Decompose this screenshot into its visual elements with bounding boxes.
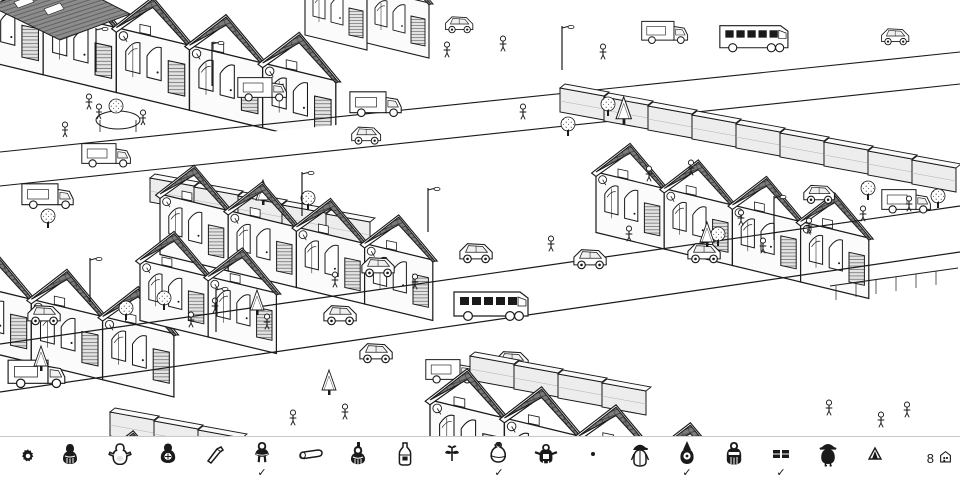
remaining-count: 8 [926,451,934,466]
vehicle-bus-mid[interactable] [453,291,529,321]
target-villager-cone-hat[interactable]: ✓ [665,437,709,480]
dot-icon [588,440,598,468]
found-checkmark: ✓ [257,466,267,479]
target-villager-tall-hat[interactable]: ✓ [336,437,380,480]
person-capped-icon [629,440,651,468]
street-road-2 [0,205,960,393]
person-armsout-icon [107,440,133,468]
target-toolbar[interactable]: ✓ ✓ ✓ ✓ ✓ ✓ ✓ ✓ [0,437,960,480]
tent-icon [867,440,883,468]
person-tallhat-icon [346,440,370,468]
person-skirt-icon [250,440,274,468]
found-checkmark: ✓ [494,466,504,479]
plant-icon [442,440,462,468]
target-villager-bent[interactable]: ✓ [477,437,521,480]
found-checkmark: ✓ [776,466,786,479]
fence-right [829,267,959,300]
target-villager-sack[interactable]: ✓ [146,437,190,480]
remaining-counter: 8 [927,437,952,480]
roof-fragment-topleft [0,0,132,41]
target-villager-hooded[interactable]: ✓ [48,437,92,480]
person-wide-icon [532,440,560,468]
person-conehat-icon [676,440,698,468]
person-sack-icon [157,440,179,468]
target-villager-arms-out[interactable]: ✓ [98,437,142,480]
scene-divider [0,436,960,437]
street-road-1 [0,51,960,187]
target-villager-dark[interactable]: ✓ [806,437,850,480]
target-object-log[interactable]: ✓ [288,437,332,480]
target-object-plant[interactable]: ✓ [430,437,474,480]
house-icon [939,450,952,468]
person-scarf-icon [722,440,746,468]
target-villager-capped[interactable]: ✓ [618,437,662,480]
person-dark-icon [816,440,840,468]
found-checkmark: ✓ [682,466,692,479]
target-tool-hammer[interactable]: ✓ [193,437,237,480]
hammer-icon [204,440,226,468]
target-villager-scarf[interactable]: ✓ [712,437,756,480]
gear-icon [20,448,36,469]
target-object-dot[interactable]: ✓ [571,437,615,480]
target-villager-skirt[interactable]: ✓ [240,437,284,480]
bottle-icon [397,440,413,468]
vehicle-bus-top[interactable] [719,25,789,53]
log-icon [297,440,323,468]
target-object-crate[interactable]: ✓ [759,437,803,480]
settings-button[interactable] [8,437,48,480]
target-object-tent[interactable]: ✓ [853,437,897,480]
market-cluster-topleft[interactable] [61,98,147,138]
scene-artwork[interactable] [0,0,960,437]
target-villager-wide[interactable]: ✓ [524,437,568,480]
crate-icon [772,440,790,468]
target-object-bottle[interactable]: ✓ [383,437,427,480]
person-hooded-icon [59,440,81,468]
person-bent-icon [488,440,510,468]
game-scene[interactable] [0,0,960,437]
